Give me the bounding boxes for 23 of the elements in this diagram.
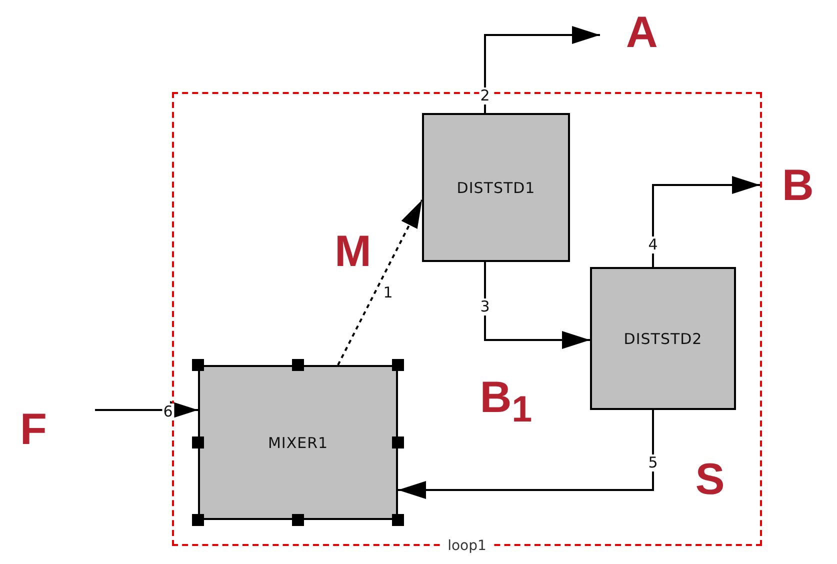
unit-block [590, 267, 736, 410]
stream-letter: F [20, 408, 47, 452]
unit-name: MIXER1 [268, 434, 328, 452]
unit-name: DISTSTD2 [624, 330, 702, 348]
stream-arrow [398, 410, 654, 499]
stream-number: 4 [647, 236, 659, 254]
stream-arrow [484, 26, 600, 113]
stream-number: 5 [647, 454, 659, 472]
loop-label: loop1 [444, 537, 490, 555]
stream-name: S [695, 458, 725, 502]
unit-name: DISTSTD1 [456, 178, 536, 196]
stream-name: B$_{1}$ [480, 376, 532, 428]
stream-name: M [334, 230, 372, 274]
stream-number: 6 [162, 404, 174, 420]
stream-arrow [95, 401, 198, 419]
stream-number: 3 [479, 298, 491, 316]
stream-letter: B [782, 164, 814, 208]
stream-arrow [484, 262, 590, 349]
stream-letter: A [626, 10, 658, 54]
unit-block [422, 113, 570, 262]
stream-arrow [337, 200, 423, 366]
stream-number: 2 [479, 88, 491, 104]
stream-arrow [652, 176, 760, 267]
